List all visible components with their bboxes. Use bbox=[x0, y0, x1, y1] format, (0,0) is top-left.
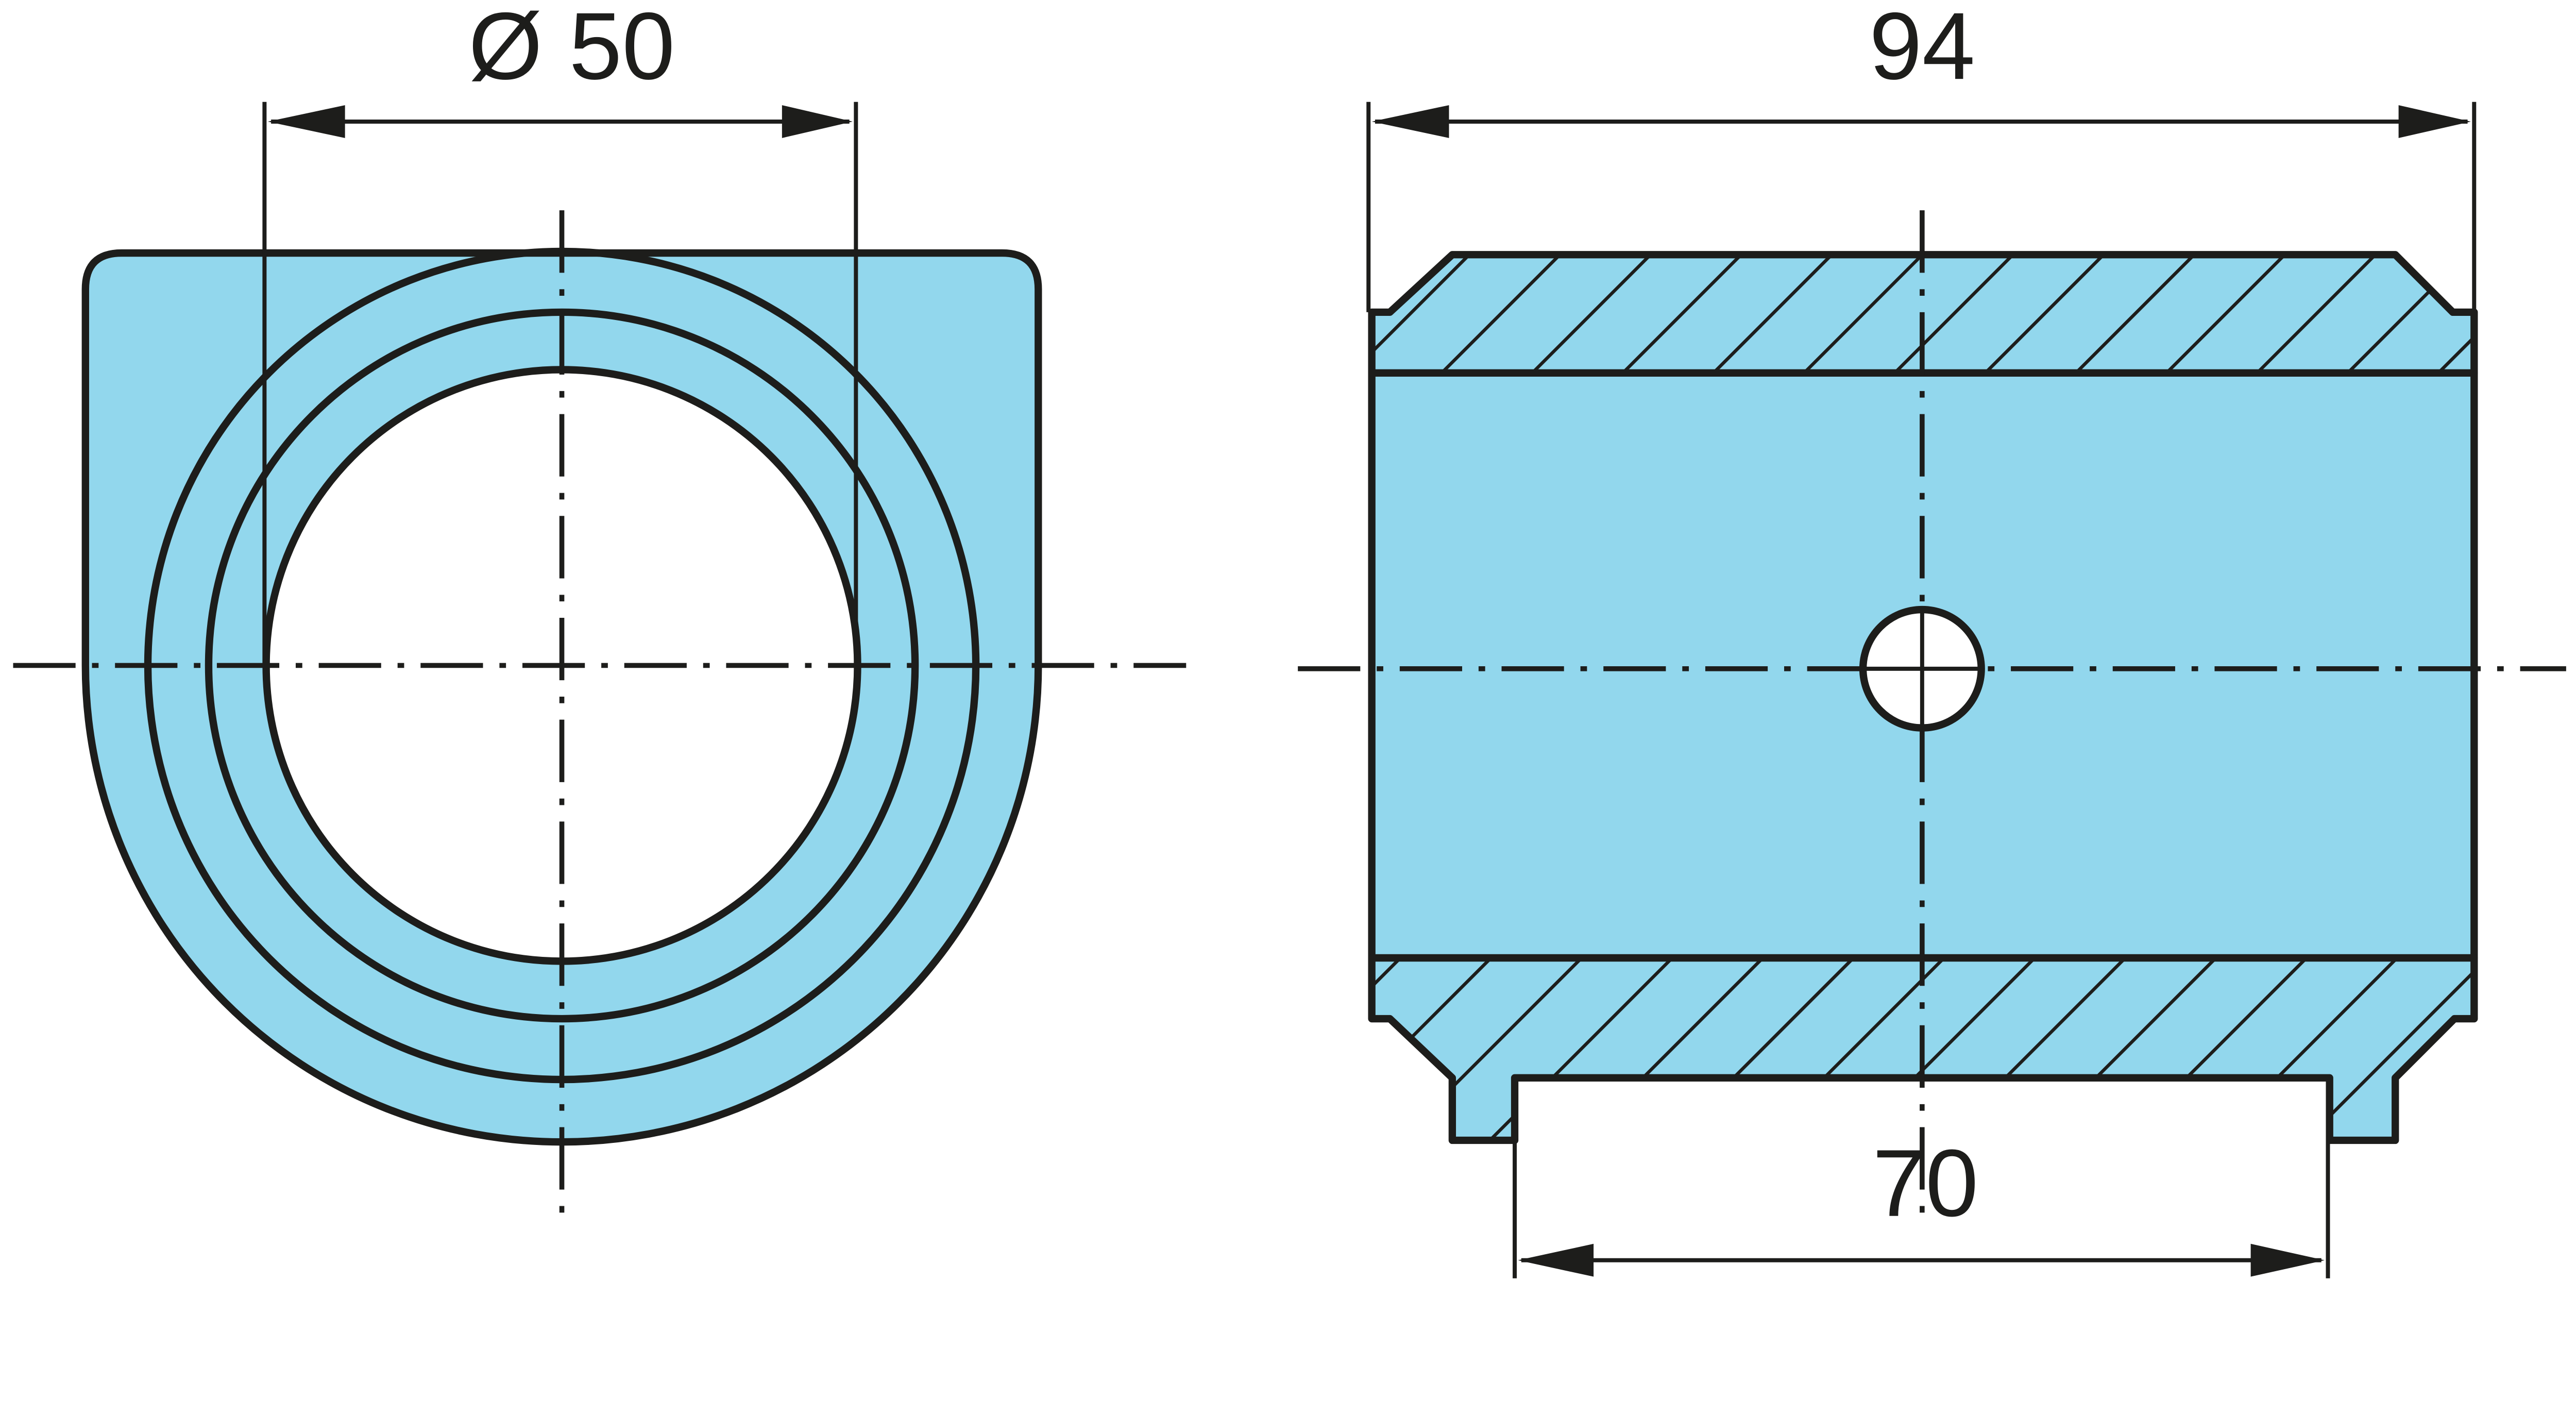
arrowhead bbox=[267, 105, 345, 138]
arrowhead bbox=[2398, 105, 2471, 138]
length-dimension-label: 94 bbox=[1869, 0, 1975, 99]
arrowhead bbox=[1518, 1243, 1594, 1277]
arrowhead bbox=[2250, 1243, 2325, 1277]
diameter-dimension-label: Ø 50 bbox=[468, 0, 675, 99]
arrowhead bbox=[782, 105, 853, 138]
drawing-frame: Ø 50 94 70 bbox=[13, 0, 2566, 1278]
arrowhead bbox=[1371, 105, 1449, 138]
technical-drawing: Ø 50 94 70 bbox=[13, 0, 2566, 1278]
right-view: 94 70 bbox=[1298, 0, 2566, 1278]
inner-length-dimension-label: 70 bbox=[1872, 1131, 1978, 1237]
left-view: Ø 50 bbox=[13, 0, 1187, 1213]
